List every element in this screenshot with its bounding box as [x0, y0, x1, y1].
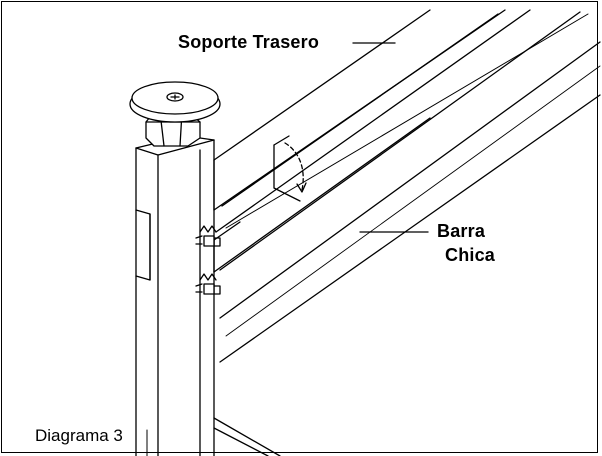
thumb-screw-upper [195, 225, 221, 247]
small-bar-label-line1: Barra [437, 221, 486, 241]
vertical-post [135, 135, 215, 456]
diagram-caption: Diagrama 3 [35, 426, 123, 445]
thumb-screw-lower [195, 273, 221, 295]
rear-support-beam [213, 9, 589, 271]
rear-support-label: Soporte Trasero [178, 32, 320, 52]
bracket-plate [273, 135, 307, 202]
leveler-foot [129, 81, 221, 147]
lower-frame-rail [213, 417, 281, 456]
small-bar [213, 41, 601, 363]
small-bar-label-line2: Chica [445, 245, 496, 265]
